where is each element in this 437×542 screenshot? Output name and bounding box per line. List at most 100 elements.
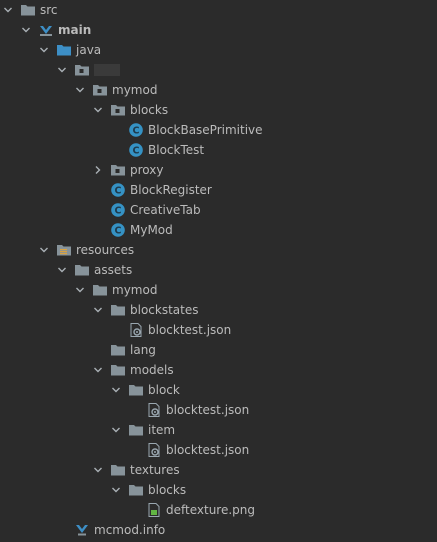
source-folder-icon [56,42,72,58]
package-icon [74,62,90,78]
tree-node-redacted-package[interactable] [0,60,437,80]
tree-node-label: MyMod [130,223,173,237]
svg-text:C: C [133,126,140,137]
tree-node-label: java [76,43,102,57]
tree-node-models[interactable]: models [0,360,437,380]
tree-node-mymod[interactable]: mymod [0,280,437,300]
package-icon [110,102,126,118]
tree-node-label: blocktest.json [148,323,232,337]
svg-text:C: C [115,226,122,237]
chevron-down-icon[interactable] [111,425,121,435]
tree-node-label: blocktest.json [166,443,250,457]
chevron-right-icon[interactable] [93,165,103,175]
tree-node-deftexture-png[interactable]: deftexture.png [0,500,437,520]
tree-node-textures[interactable]: textures [0,460,437,480]
tree-node-label: blocks [148,483,187,497]
tree-node-main[interactable]: main [0,20,437,40]
tree-node-label: main [58,23,92,37]
chevron-down-icon[interactable] [57,265,67,275]
class-icon: C [110,182,126,198]
tree-node-label: mcmod.info [94,523,166,537]
tree-node-label [94,60,120,80]
tree-node-label: proxy [130,163,164,177]
chevron-down-icon[interactable] [21,25,31,35]
tree-node-lang[interactable]: lang [0,340,437,360]
folder-icon [110,462,126,478]
class-icon: C [110,202,126,218]
redacted-label [94,63,120,76]
folder-icon [128,422,144,438]
chevron-down-icon[interactable] [75,85,85,95]
tree-node-blockregister[interactable]: C BlockRegister [0,180,437,200]
tree-node-blocktest-json[interactable]: blocktest.json [0,400,437,420]
tree-node-label: resources [76,243,135,257]
tree-node-block[interactable]: block [0,380,437,400]
image-file-icon [146,502,162,518]
folder-icon [110,342,126,358]
folder-icon [110,362,126,378]
chevron-down-icon[interactable] [93,305,103,315]
tree-node-src[interactable]: src [0,0,437,20]
json-file-icon [146,442,162,458]
chevron-down-icon[interactable] [75,285,85,295]
tree-node-mymod[interactable]: mymod [0,80,437,100]
tree-node-blocktest-json[interactable]: blocktest.json [0,320,437,340]
json-file-icon [146,402,162,418]
tree-node-label: mymod [112,83,158,97]
tree-node-label: item [148,423,176,437]
class-icon: C [128,142,144,158]
resources-folder-icon [56,242,72,258]
module-icon [38,22,54,38]
tree-node-java[interactable]: java [0,40,437,60]
tree-node-mymod[interactable]: C MyMod [0,220,437,240]
class-icon: C [128,122,144,138]
folder-icon [128,482,144,498]
chevron-down-icon[interactable] [93,465,103,475]
tree-node-label: mymod [112,283,158,297]
tree-node-label: block [148,383,180,397]
class-icon: C [110,222,126,238]
tree-node-resources[interactable]: resources [0,240,437,260]
tree-node-blockstates[interactable]: blockstates [0,300,437,320]
chevron-down-icon[interactable] [93,105,103,115]
chevron-down-icon[interactable] [57,65,67,75]
tree-node-assets[interactable]: assets [0,260,437,280]
tree-node-blockbaseprimitive[interactable]: C BlockBasePrimitive [0,120,437,140]
tree-node-blocks[interactable]: blocks [0,480,437,500]
folder-icon [110,302,126,318]
tree-node-label: textures [130,463,180,477]
tree-node-label: BlockRegister [130,183,212,197]
tree-node-mcmod-info[interactable]: mcmod.info [0,520,437,540]
chevron-down-icon[interactable] [93,365,103,375]
tree-node-label: deftexture.png [166,503,256,517]
tree-node-blocks[interactable]: blocks [0,100,437,120]
tree-node-label: assets [94,263,133,277]
folder-icon [92,282,108,298]
tree-node-blocktest-json[interactable]: blocktest.json [0,440,437,460]
tree-node-proxy[interactable]: proxy [0,160,437,180]
chevron-down-icon[interactable] [111,385,121,395]
tree-node-label: BlockBasePrimitive [148,123,263,137]
info-file-icon [74,522,90,538]
tree-node-label: BlockTest [148,143,205,157]
svg-text:C: C [115,186,122,197]
svg-text:C: C [133,146,140,157]
tree-node-label: blocks [130,103,169,117]
folder-icon [128,382,144,398]
chevron-down-icon[interactable] [39,45,49,55]
chevron-down-icon[interactable] [39,245,49,255]
package-icon [92,82,108,98]
chevron-down-icon[interactable] [3,5,13,15]
tree-node-label: blocktest.json [166,403,250,417]
tree-node-label: src [40,3,58,17]
chevron-down-icon[interactable] [111,485,121,495]
package-icon [110,162,126,178]
tree-node-label: blockstates [130,303,199,317]
tree-node-blocktest[interactable]: C BlockTest [0,140,437,160]
tree-node-item[interactable]: item [0,420,437,440]
folder-icon [74,262,90,278]
svg-text:C: C [115,206,122,217]
folder-icon [20,2,36,18]
